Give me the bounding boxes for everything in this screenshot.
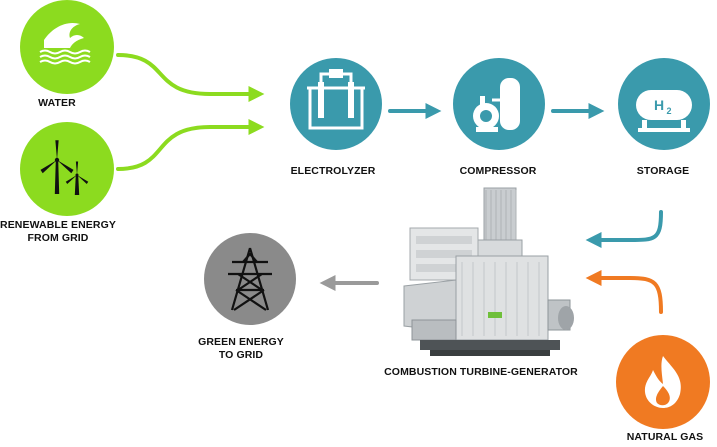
renewable-label-line-1: RENEWABLE ENERGY (0, 219, 116, 231)
electrolyzer-label: ELECTROLYZER (283, 165, 383, 178)
compressor-label: COMPRESSOR (448, 165, 548, 178)
wind-turbine-icon (40, 140, 89, 195)
natural-gas-label: NATURAL GAS (620, 431, 710, 444)
storage-to-turbine-arrow (585, 210, 663, 248)
green-energy-label: GREEN ENERGY TO GRID (193, 336, 289, 362)
natural-gas-label-line-1: NATURAL GAS (626, 431, 704, 443)
compressor-icon (473, 78, 520, 132)
renewable-energy-label: RENEWABLE ENERGY FROM GRID (0, 219, 116, 245)
water-label: WATER (22, 97, 92, 110)
flame-icon (644, 356, 681, 408)
renewable-to-electrolyzer-arrow (116, 119, 265, 171)
compressor-circle (453, 58, 545, 150)
storage-label: STORAGE (618, 165, 708, 178)
water-to-electrolyzer-arrow (116, 53, 265, 102)
turbine-label-line-1: COMBUSTION TURBINE-GENERATOR (384, 366, 578, 378)
electrolyzer-label-line-1: ELECTROLYZER (290, 165, 376, 177)
h2-subscript: 2 (666, 106, 671, 116)
renewable-label-line-2: FROM GRID (27, 232, 89, 244)
green-energy-label-line-2: TO GRID (218, 349, 264, 361)
transmission-tower-icon (228, 247, 272, 311)
green-energy-label-line-1: GREEN ENERGY (198, 336, 284, 348)
grid-circle (204, 233, 296, 325)
water-wave-icon (39, 22, 91, 65)
turbine-generator-image (403, 187, 574, 356)
turbine-label: COMBUSTION TURBINE-GENERATOR (371, 366, 591, 379)
electrolyzer-icon (307, 69, 365, 130)
h2-symbol: H (654, 97, 664, 113)
water-label-line-1: WATER (38, 97, 76, 109)
storage-label-line-1: STORAGE (636, 165, 690, 177)
compressor-label-line-1: COMPRESSOR (459, 165, 537, 177)
gas-to-turbine-arrow (585, 270, 663, 314)
